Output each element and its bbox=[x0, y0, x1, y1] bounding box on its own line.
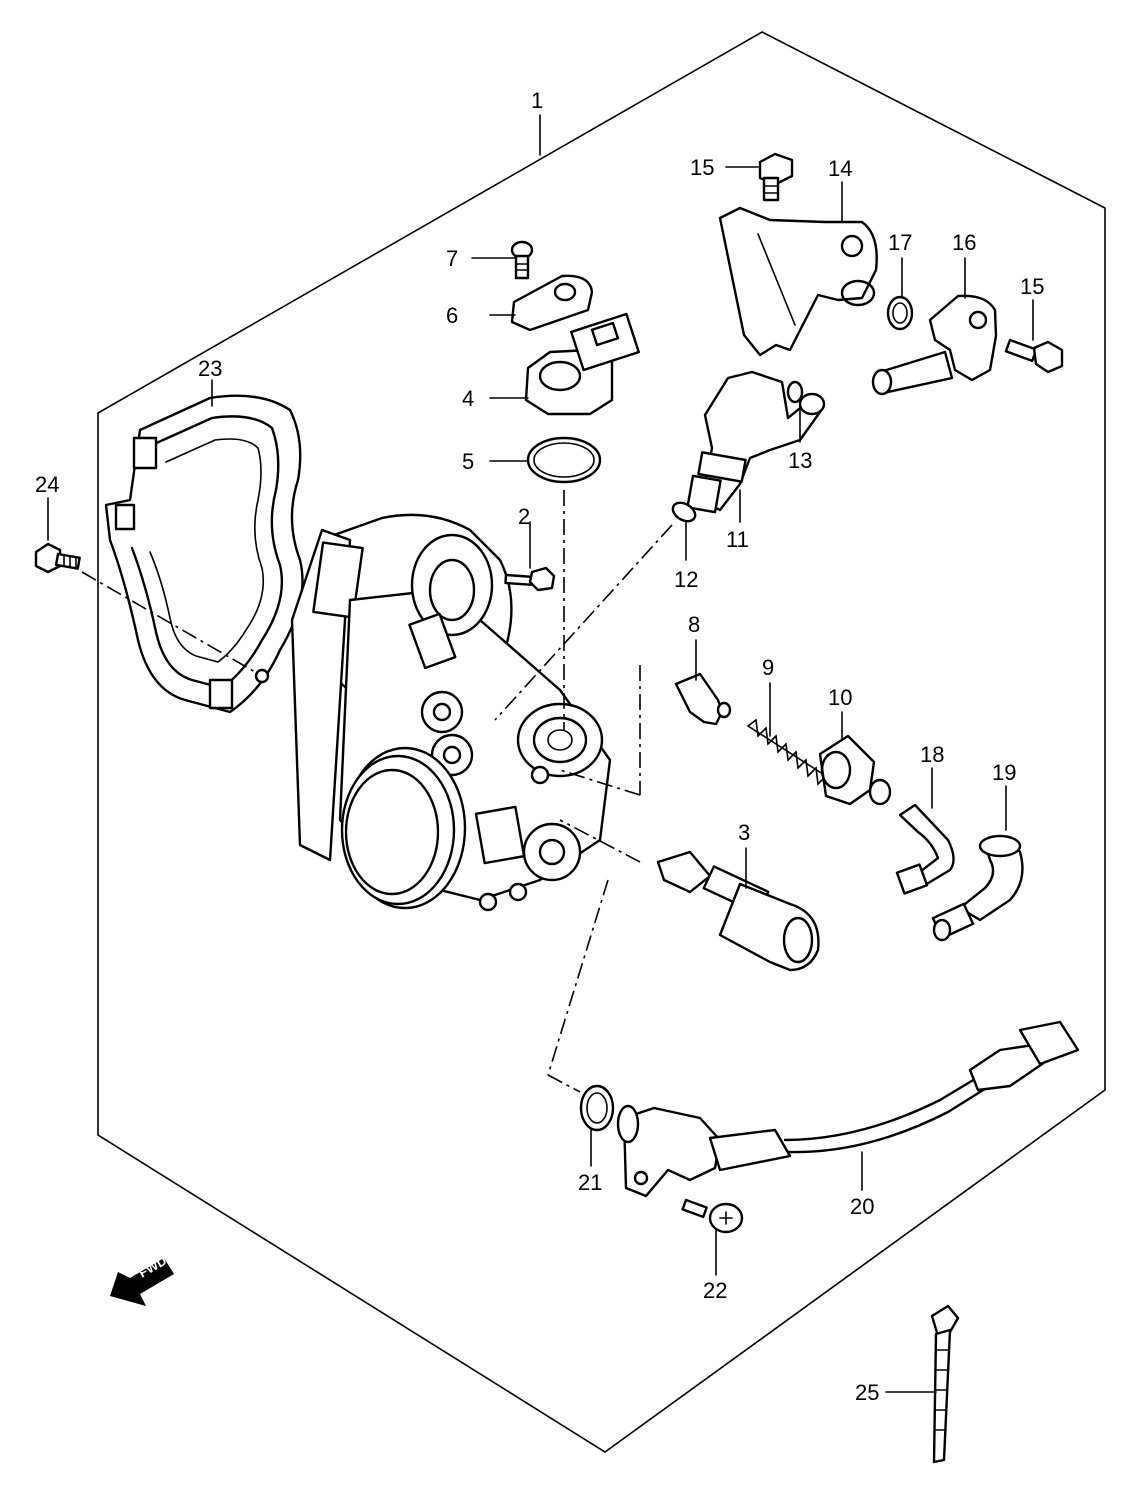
part-14-bracket[interactable] bbox=[718, 206, 878, 357]
part-9-spring[interactable] bbox=[747, 718, 827, 786]
part-10-nut[interactable] bbox=[818, 734, 892, 806]
callout-23: 23 bbox=[198, 356, 222, 381]
callout-3: 3 bbox=[738, 820, 750, 845]
callout-9: 9 bbox=[762, 655, 774, 680]
callout-13: 13 bbox=[788, 448, 812, 473]
part-4-sensor[interactable] bbox=[524, 312, 640, 416]
callout-14: 14 bbox=[828, 156, 852, 181]
part-18-hose[interactable] bbox=[895, 803, 955, 895]
callout-11: 11 bbox=[726, 527, 749, 552]
callout-7: 7 bbox=[446, 246, 458, 271]
fwd-arrow-icon: FWD bbox=[110, 1253, 174, 1306]
part-19-hose[interactable] bbox=[931, 834, 1024, 942]
part-25-cable-tie[interactable] bbox=[930, 1304, 960, 1464]
callout-19: 19 bbox=[992, 760, 1016, 785]
callout-15-right: 15 bbox=[1020, 274, 1044, 299]
leader-lines bbox=[47, 114, 1034, 1393]
part-3-screw[interactable] bbox=[656, 850, 820, 972]
callout-25: 25 bbox=[855, 1380, 879, 1405]
callout-15-top: 15 bbox=[690, 155, 714, 180]
callout-21: 21 bbox=[578, 1170, 602, 1195]
callouts: 1 2 3 4 5 6 7 8 9 10 11 12 13 14 15 15 1… bbox=[35, 88, 1044, 1405]
part-6-bracket[interactable] bbox=[510, 274, 594, 332]
callout-1: 1 bbox=[531, 88, 543, 113]
callout-6: 6 bbox=[446, 303, 458, 328]
part-11-injector[interactable] bbox=[686, 370, 826, 514]
callout-20: 20 bbox=[850, 1194, 874, 1219]
part-13-o-ring[interactable] bbox=[786, 380, 804, 404]
callout-18: 18 bbox=[920, 742, 944, 767]
part-15-bolt-top[interactable] bbox=[758, 152, 794, 202]
callout-10: 10 bbox=[828, 685, 852, 710]
part-21-o-ring[interactable] bbox=[579, 1084, 615, 1132]
assembly-boundary bbox=[97, 31, 1106, 1453]
throttle-body[interactable] bbox=[290, 513, 612, 912]
callout-5: 5 bbox=[462, 449, 474, 474]
callout-2: 2 bbox=[518, 504, 530, 529]
part-7-screw[interactable] bbox=[510, 240, 534, 280]
part-23-cover[interactable] bbox=[104, 394, 304, 714]
callout-16: 16 bbox=[952, 230, 976, 255]
part-16-joint[interactable] bbox=[871, 294, 998, 396]
callout-8: 8 bbox=[688, 612, 700, 637]
part-22-screw[interactable] bbox=[681, 1198, 744, 1234]
callout-4: 4 bbox=[462, 386, 474, 411]
part-12-o-ring[interactable] bbox=[670, 499, 699, 525]
part-2-screw[interactable] bbox=[504, 566, 556, 592]
callout-17: 17 bbox=[888, 230, 912, 255]
part-5-o-ring[interactable] bbox=[526, 436, 602, 484]
part-8-plunger[interactable] bbox=[674, 672, 732, 726]
callout-22: 22 bbox=[703, 1278, 727, 1303]
callout-24: 24 bbox=[35, 472, 59, 497]
part-24-bolt[interactable] bbox=[34, 542, 81, 574]
part-17-o-ring[interactable] bbox=[886, 295, 914, 331]
part-20-sensor[interactable] bbox=[616, 1020, 1080, 1198]
part-15-bolt-right[interactable] bbox=[1004, 338, 1064, 374]
callout-12: 12 bbox=[674, 567, 698, 592]
